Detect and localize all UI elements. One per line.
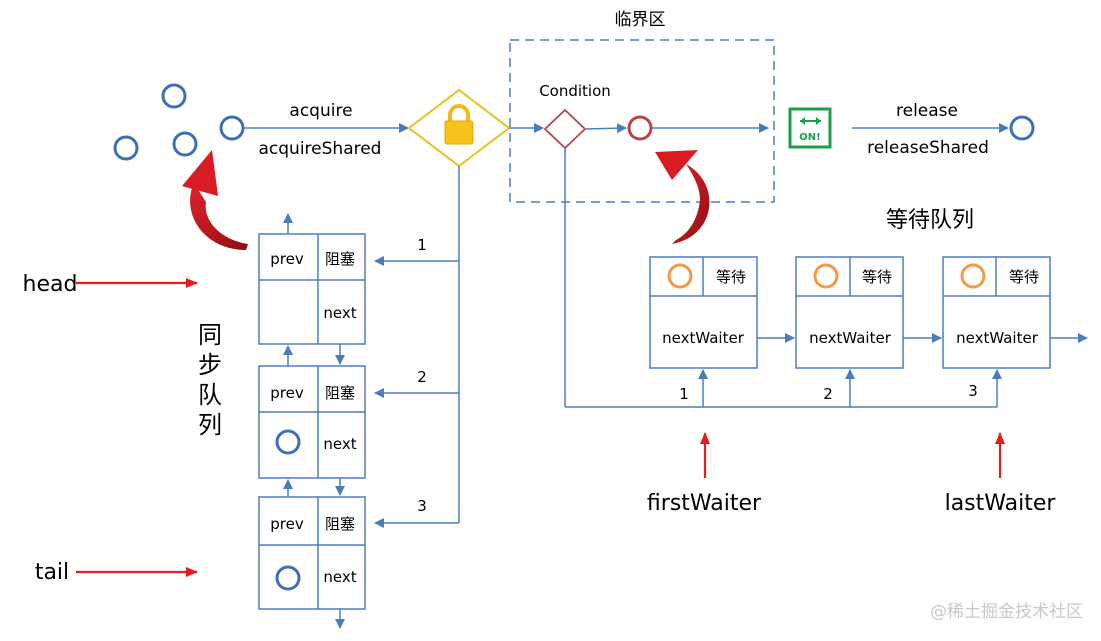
sync-queue-title-char: 列 xyxy=(198,411,222,439)
switch-text: ON! xyxy=(799,132,820,143)
wait-queue-title: 等待队列 xyxy=(886,208,974,233)
first-waiter-label: firstWaiter xyxy=(647,491,762,516)
enqueue-number: 3 xyxy=(417,497,427,515)
acquiring-thread-circle xyxy=(219,115,245,141)
acquire-shared-label: acquireShared xyxy=(259,139,382,159)
lock-icon xyxy=(444,104,474,145)
head-label: head xyxy=(23,272,78,297)
enqueue-number: 2 xyxy=(417,368,427,386)
switch-on-icon: ON! xyxy=(788,107,832,149)
condition-diamond xyxy=(543,108,587,150)
tail-label: tail xyxy=(35,560,69,585)
prev-field: prev xyxy=(270,384,304,402)
release-label: release xyxy=(896,101,958,121)
wait-node: 等待 nextWaiter xyxy=(795,256,904,369)
status-field: 阻塞 xyxy=(325,384,355,402)
curved-acquire-arrow xyxy=(182,150,248,250)
sync-node-head: prev 阻塞 next xyxy=(258,233,366,345)
wait-status: 等待 xyxy=(1009,268,1039,286)
owner-thread-circle xyxy=(627,115,653,141)
thread-circle xyxy=(275,429,301,455)
wait-thread-circle xyxy=(667,263,693,289)
wait-thread-circle xyxy=(960,263,986,289)
next-field: next xyxy=(323,568,356,586)
next-waiter-field: nextWaiter xyxy=(662,329,745,347)
wait-thread-circle xyxy=(813,263,839,289)
release-shared-label: releaseShared xyxy=(867,138,989,158)
thread-circle xyxy=(113,135,139,161)
await-number: 1 xyxy=(679,385,689,403)
released-thread-circle xyxy=(1009,115,1035,141)
thread-circle xyxy=(275,565,301,591)
wait-node-last: 等待 nextWaiter xyxy=(942,256,1051,369)
sync-node-tail: prev 阻塞 next xyxy=(258,496,366,610)
next-field: next xyxy=(323,304,356,322)
wait-status: 等待 xyxy=(862,268,892,286)
thread-circle xyxy=(172,131,198,157)
next-waiter-field: nextWaiter xyxy=(809,329,892,347)
status-field: 阻塞 xyxy=(325,515,355,533)
sync-queue-title: 同 步 队 列 xyxy=(198,321,222,439)
sync-queue-title-char: 同 xyxy=(198,321,222,349)
sync-queue-title-char: 队 xyxy=(198,381,222,409)
status-field: 阻塞 xyxy=(325,250,355,268)
watermark: @稀土掘金技术社区 xyxy=(930,602,1083,622)
condition-to-owner-arrow xyxy=(584,123,627,134)
await-number: 2 xyxy=(823,385,833,403)
wait-node-first: 等待 nextWaiter xyxy=(649,256,758,369)
prev-field: prev xyxy=(270,250,304,268)
wait-status: 等待 xyxy=(716,268,746,286)
await-number: 3 xyxy=(968,382,978,400)
next-waiter-field: nextWaiter xyxy=(956,329,1039,347)
critical-section-box xyxy=(509,39,775,203)
prev-field: prev xyxy=(270,515,304,533)
enqueue-number: 1 xyxy=(417,236,427,254)
condition-label: Condition xyxy=(539,82,611,100)
sync-queue-title-char: 步 xyxy=(198,351,222,379)
next-field: next xyxy=(323,435,356,453)
acquire-label: acquire xyxy=(289,101,352,121)
thread-circle xyxy=(161,83,187,109)
last-waiter-label: lastWaiter xyxy=(945,491,1057,516)
critical-section-label: 临界区 xyxy=(615,10,666,30)
curved-signal-arrow xyxy=(655,150,710,244)
sync-node: prev 阻塞 next xyxy=(258,365,366,479)
